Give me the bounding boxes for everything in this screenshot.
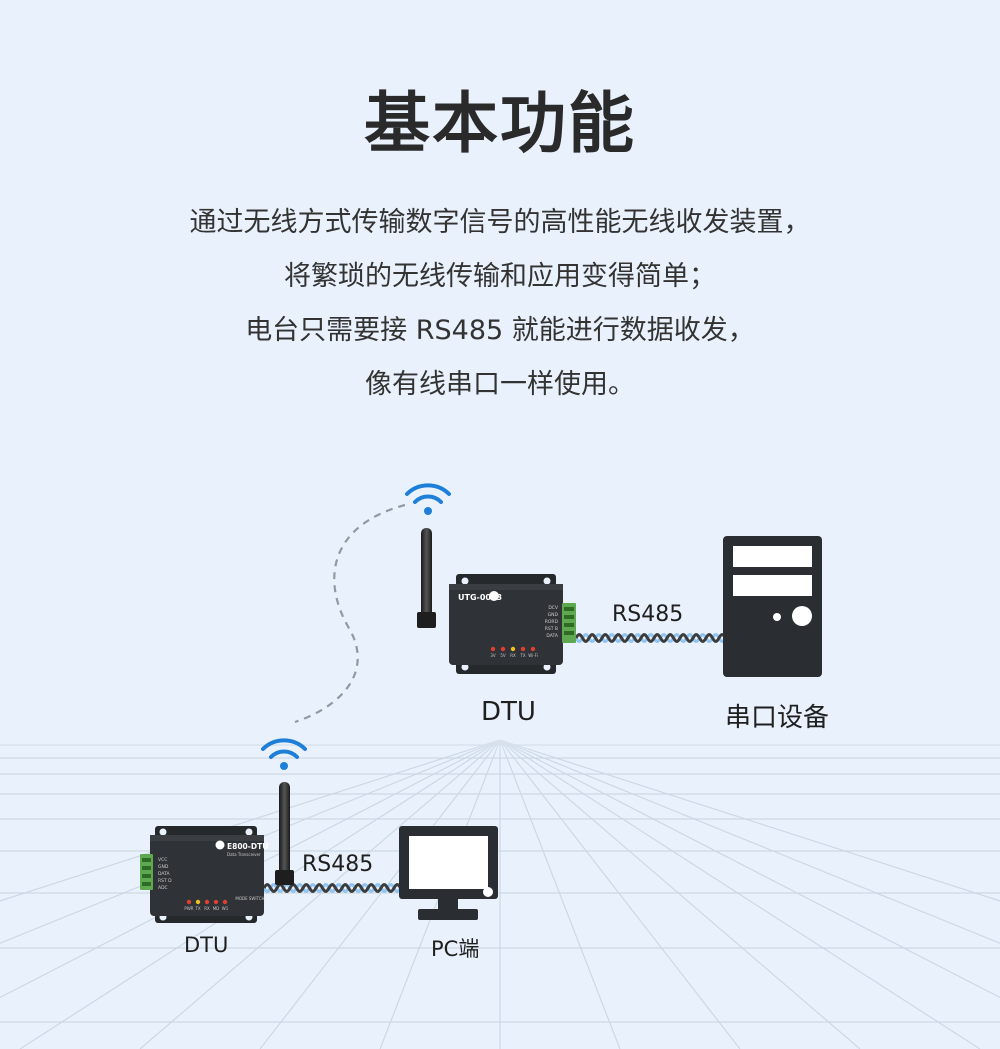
pin-label: GND (548, 612, 559, 618)
status-led (510, 646, 516, 652)
pin-label: GND (158, 864, 169, 870)
led-label: TX (519, 653, 525, 658)
wireless-link-path (294, 503, 406, 724)
rs485-cable (574, 632, 726, 644)
description: 通过无线方式传输数字信号的高性能无线收发装置， 将繁琐的无线传输和应用变得简单；… (0, 200, 1000, 416)
antenna (279, 782, 290, 877)
dtu-label: DTU (481, 697, 536, 727)
description-line: 通过无线方式传输数字信号的高性能无线收发装置， (189, 207, 811, 238)
wifi-signal-icon (405, 483, 451, 515)
page-title: 基本功能 (364, 85, 636, 162)
status-led (195, 899, 201, 905)
description-line: 将繁琐的无线传输和应用变得简单； (284, 261, 716, 292)
status-led (222, 899, 228, 905)
description-line: 电台只需要接 RS485 就能进行数据收发， (245, 315, 755, 346)
led-label: 5V (500, 653, 506, 658)
description-line: 像有线串口一样使用。 (365, 369, 635, 400)
switch-label: MODE SWITCH (235, 896, 264, 901)
led-label: TX (194, 906, 200, 911)
monitor-icon (399, 826, 498, 920)
dtu-model: UTG-0083 (458, 593, 502, 602)
led-label: 3V (490, 653, 496, 658)
led-label: MD (213, 906, 220, 911)
pin-label: RORD (545, 619, 559, 625)
pin-label: ADC (158, 885, 168, 891)
dtu-model: E800-DTU (227, 842, 268, 851)
pin-label: DATA (546, 633, 559, 639)
pc-label: PC端 (431, 937, 480, 961)
status-led (530, 646, 536, 652)
pin-label: DATA (158, 871, 171, 877)
rs485-cable (262, 882, 402, 894)
status-led (520, 646, 526, 652)
led-label: Wi-Fi (528, 653, 538, 658)
dtu-device-bottom: E800-DTU Data Transceiver VCC GND DATA R… (140, 782, 294, 923)
wifi-signal-icon (261, 738, 307, 770)
status-led (490, 646, 496, 652)
status-led (500, 646, 506, 652)
led-label: RX (510, 653, 516, 658)
serial-device-label: 串口设备 (725, 703, 830, 733)
dtu-subtitle: Data Transceiver (227, 852, 261, 857)
server-tower-icon (723, 536, 822, 677)
pin-label: RST D (158, 878, 172, 884)
rs485-label: RS485 (612, 602, 684, 627)
status-led (204, 899, 210, 905)
pin-label: RST B (545, 626, 558, 632)
dtu-device-top: UTG-0083 DCV GND RORD RST B DATA 3V 5V R… (417, 528, 576, 674)
status-led (213, 899, 219, 905)
antenna (421, 528, 432, 620)
pin-label: VCC (158, 857, 167, 863)
pin-label: DCV (548, 605, 559, 611)
status-led (186, 899, 192, 905)
led-label: RX (204, 906, 210, 911)
dtu-label: DTU (184, 933, 229, 957)
led-label: W1 (222, 906, 229, 911)
rs485-label: RS485 (302, 852, 374, 877)
led-label: PWR (184, 906, 193, 911)
